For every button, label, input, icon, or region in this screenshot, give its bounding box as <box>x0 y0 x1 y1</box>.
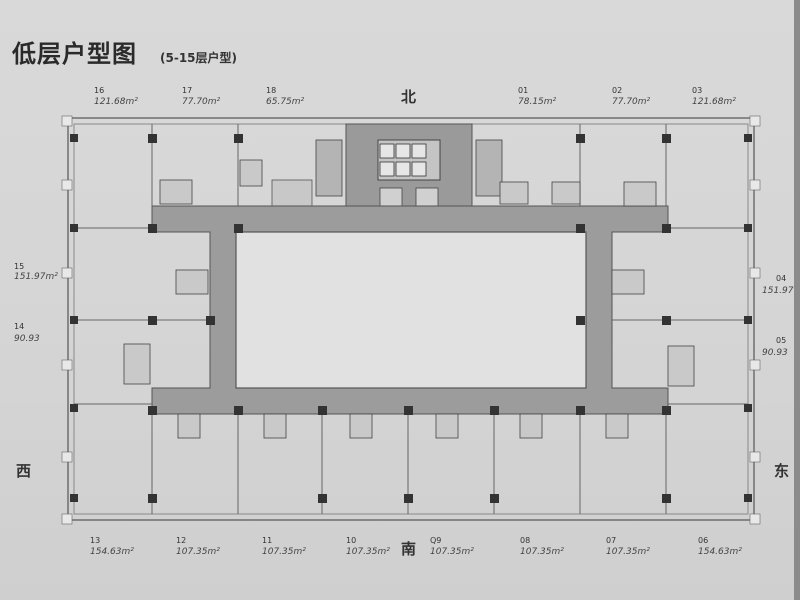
unit-number: 05 <box>776 336 787 345</box>
floor-range-subtitle: (5-15层户型) <box>160 51 237 65</box>
unit-area: 107.35m² <box>346 547 390 557</box>
unit-number: 18 <box>266 86 277 95</box>
page-title: 低层户型图 <box>12 39 137 68</box>
unit-area: 107.35m² <box>262 547 306 557</box>
unit-number: 02 <box>612 86 623 95</box>
unit-number: 15 <box>14 262 25 271</box>
unit-area: 107.35m² <box>606 547 650 557</box>
unit-number: 11 <box>262 536 273 545</box>
bathroom <box>263 413 287 439</box>
unit-area: 151.97 <box>762 286 794 296</box>
unit-area: 90.93 <box>14 334 40 344</box>
service-shaft <box>475 139 503 197</box>
unit-number: 03 <box>692 86 703 95</box>
structural-columns <box>70 134 752 503</box>
bathroom <box>667 345 695 387</box>
unit-area: 77.70m² <box>612 97 651 107</box>
bathroom <box>177 413 201 439</box>
unit-number: 16 <box>94 86 105 95</box>
bathroom <box>435 413 459 439</box>
bathroom <box>349 413 373 439</box>
unit-area: 121.68m² <box>94 97 138 107</box>
unit-area: 107.35m² <box>430 547 474 557</box>
unit-number: 04 <box>776 274 787 283</box>
bathroom <box>159 179 193 205</box>
bathroom <box>551 181 581 205</box>
service-room <box>271 179 313 209</box>
unit-number: 06 <box>698 536 709 545</box>
elevator-shaft <box>395 143 411 159</box>
bathroom <box>605 413 629 439</box>
page-edge <box>794 0 800 600</box>
south-label: 南 <box>401 540 417 558</box>
elevator-shaft <box>411 143 427 159</box>
bathroom <box>175 269 209 295</box>
unit-area: 107.35m² <box>176 547 220 557</box>
west-label: 西 <box>16 462 32 480</box>
unit-area: 65.75m² <box>266 97 305 107</box>
bathroom <box>519 413 543 439</box>
unit-area: 154.63m² <box>698 547 742 557</box>
unit-number: 01 <box>518 86 529 95</box>
elevator-shaft <box>379 161 395 177</box>
bathroom <box>499 181 529 205</box>
unit-number: 12 <box>176 536 187 545</box>
east-label: 东 <box>774 462 790 480</box>
unit-number: Q9 <box>430 536 442 545</box>
bathroom <box>123 343 151 385</box>
central-atrium <box>235 231 587 389</box>
unit-number: 14 <box>14 322 25 331</box>
north-label: 北 <box>401 88 417 106</box>
unit-area: 121.68m² <box>692 97 736 107</box>
unit-area: 154.63m² <box>90 547 134 557</box>
service-shaft <box>315 139 343 197</box>
unit-area: 107.35m² <box>520 547 564 557</box>
bathroom <box>611 269 645 295</box>
unit-area: 151.97m² <box>14 272 58 282</box>
window-frames <box>61 115 761 525</box>
unit-number: 08 <box>520 536 531 545</box>
unit-number: 17 <box>182 86 193 95</box>
bathroom <box>239 159 263 187</box>
unit-number: 13 <box>90 536 101 545</box>
elevator-shaft <box>395 161 411 177</box>
elevator-shaft <box>379 143 395 159</box>
outer-wall <box>67 117 755 521</box>
unit-area: 90.93 <box>762 348 788 358</box>
unit-area: 77.70m² <box>182 97 221 107</box>
unit-number: 07 <box>606 536 617 545</box>
unit-area: 78.15m² <box>518 97 557 107</box>
bathroom <box>623 181 657 207</box>
elevator-shaft <box>411 161 427 177</box>
unit-number: 10 <box>346 536 357 545</box>
